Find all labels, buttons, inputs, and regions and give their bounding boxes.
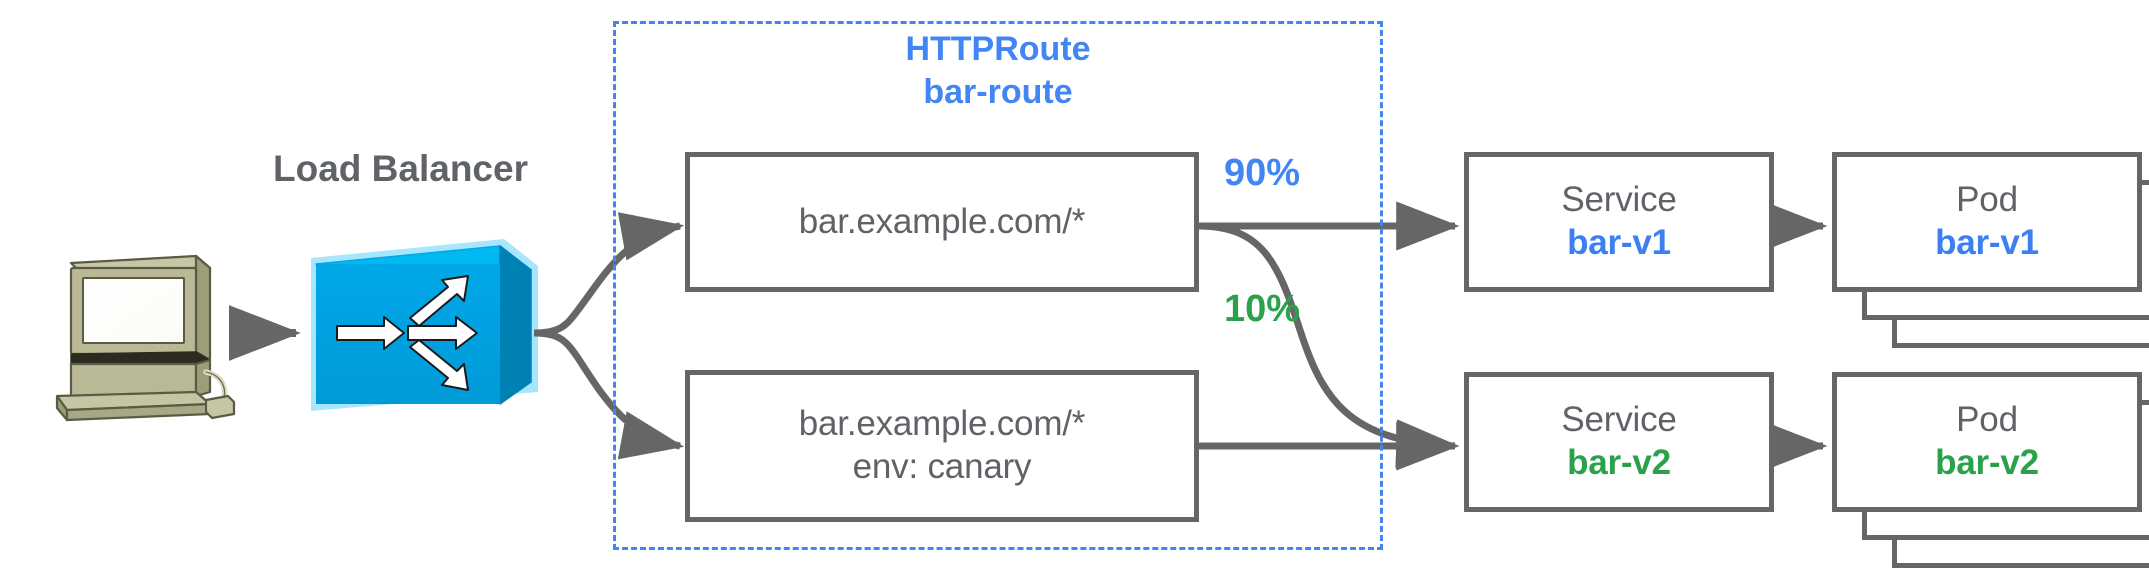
service-box-bar-v2[interactable]: Service bar-v2: [1464, 372, 1774, 512]
service-box-bar-v1[interactable]: Service bar-v1: [1464, 152, 1774, 292]
arrow-lb-to-rule-canary: [533, 329, 685, 460]
rule-box-canary[interactable]: bar.example.com/* env: canary: [685, 370, 1199, 522]
arrow-lb-to-rule-primary: [533, 212, 685, 337]
rule-canary-match: bar.example.com/*: [798, 404, 1086, 444]
service-v2-name-label: bar-v2: [1567, 443, 1671, 482]
service-v1-kind-label: Service: [1561, 180, 1677, 220]
httproute-group-title: HTTPRoute bar-route: [613, 28, 1383, 113]
service-v2-kind-label: Service: [1561, 400, 1677, 440]
weight-label-10: 10%: [1224, 288, 1301, 330]
pod-stack-bar-v2[interactable]: Pod bar-v2: [1832, 372, 2149, 572]
pod-box-bar-v2[interactable]: Pod bar-v2: [1832, 372, 2142, 512]
pod-v1-kind-label: Pod: [1956, 180, 2018, 220]
rule-canary-header: env: canary: [852, 447, 1032, 486]
load-balancer-icon: [311, 239, 538, 411]
pod-v2-name-label: bar-v2: [1935, 443, 2039, 482]
load-balancer-label: Load Balancer: [273, 148, 528, 189]
weight-label-90: 90%: [1224, 152, 1301, 194]
httproute-name-label: bar-route: [923, 72, 1073, 111]
pod-v1-name-label: bar-v1: [1935, 223, 2039, 262]
service-v1-name-label: bar-v1: [1567, 223, 1671, 262]
rule-box-primary[interactable]: bar.example.com/*: [685, 152, 1199, 292]
rule-primary-match: bar.example.com/*: [798, 201, 1086, 241]
pod-v2-kind-label: Pod: [1956, 400, 2018, 440]
pod-box-bar-v1[interactable]: Pod bar-v1: [1832, 152, 2142, 292]
pod-stack-bar-v1[interactable]: Pod bar-v1: [1832, 152, 2149, 352]
httproute-group-boundary: [613, 21, 1383, 550]
desktop-computer-icon: [55, 254, 236, 422]
httproute-kind-label: HTTPRoute: [905, 30, 1091, 68]
